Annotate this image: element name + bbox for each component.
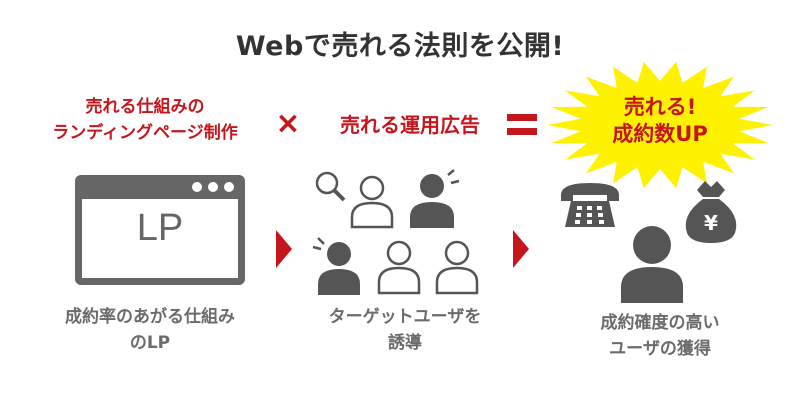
target-users-group bbox=[312, 169, 479, 295]
starburst-icon bbox=[547, 61, 773, 189]
magnifier-icon bbox=[315, 171, 346, 202]
triangle-arrow-icon bbox=[276, 230, 292, 268]
equals-sign bbox=[503, 112, 543, 138]
times-sign: × bbox=[275, 106, 301, 141]
page-title: Webで売れる法則を公開! bbox=[235, 31, 565, 62]
user-icon bbox=[318, 242, 360, 295]
caption-right-line2: ユーザの獲得 bbox=[609, 339, 711, 359]
caption-middle-line2: 誘導 bbox=[388, 333, 422, 353]
caption-middle-line1: ターゲットユーザを bbox=[328, 307, 482, 327]
formula-term-landing-page: 売れる仕組みの ランディングページ制作 bbox=[20, 94, 270, 146]
user-icon bbox=[350, 175, 394, 229]
caption-landing-page: 成約率のあがる仕組み のLP bbox=[30, 304, 270, 356]
browser-window-icon bbox=[75, 175, 245, 285]
result-line1: 売れる! bbox=[623, 95, 697, 119]
user-icon bbox=[621, 226, 683, 303]
yen-symbol: ¥ bbox=[704, 211, 718, 235]
triangle-arrow-icon bbox=[513, 230, 529, 268]
caption-left-line1: 成約率のあがる仕組み bbox=[65, 307, 235, 327]
result-line2: 成約数UP bbox=[612, 122, 708, 146]
caption-right-line1: 成約確度の高い bbox=[600, 313, 720, 333]
user-icon bbox=[435, 240, 479, 295]
result-text: 売れる! 成約数UP bbox=[545, 94, 775, 148]
money-bag-icon bbox=[685, 181, 737, 243]
acquired-user-group: ¥ bbox=[561, 181, 737, 303]
caption-left-line2: のLP bbox=[129, 333, 171, 353]
formula-term-ads: 売れる運用広告 bbox=[340, 113, 480, 137]
formula-term1-line1: 売れる仕組みの bbox=[85, 97, 205, 117]
lp-label: LP bbox=[136, 207, 184, 249]
caption-acquired-users: 成約確度の高い ユーザの獲得 bbox=[540, 310, 780, 362]
caption-target-users: ターゲットユーザを 誘導 bbox=[285, 304, 525, 356]
user-icon bbox=[377, 240, 421, 295]
user-icon bbox=[410, 174, 454, 228]
formula-term1-line2: ランディングページ制作 bbox=[52, 123, 238, 143]
